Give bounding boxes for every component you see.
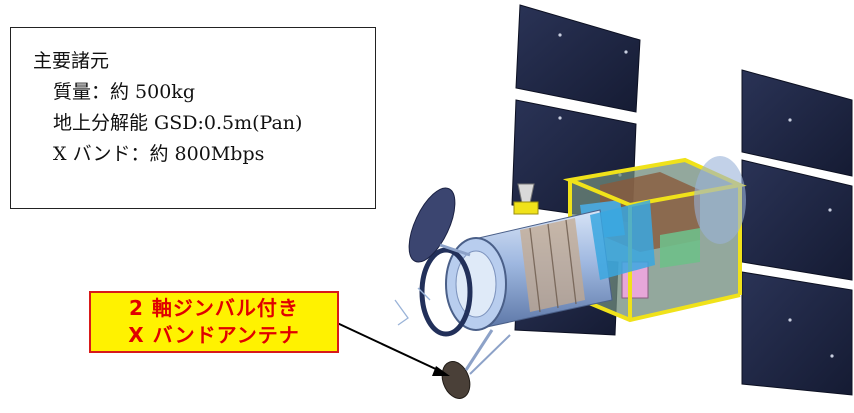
solar-panel-right — [741, 69, 853, 396]
spec-box: 主要諸元 質量：約 500kg 地上分解能 GSD:0.5m(Pan) X バン… — [10, 27, 376, 209]
antenna-callout: 2 軸ジンバル付き X バンドアンテナ — [89, 291, 339, 353]
leader-arrow — [334, 321, 450, 376]
spec-resolution: 地上分解能 GSD:0.5m(Pan) — [53, 112, 303, 134]
spec-xband: X バンド：約 800Mbps — [53, 143, 265, 165]
callout-line-1: 2 軸ジンバル付き — [129, 296, 299, 320]
x-band-antenna — [441, 329, 511, 399]
spec-mass: 質量：約 500kg — [53, 81, 195, 103]
dish-antenna-upper — [408, 187, 471, 263]
telescope — [419, 200, 655, 337]
callout-line-2: X バンドアンテナ — [128, 323, 300, 347]
satellite-bus — [562, 156, 747, 323]
star-tracker — [513, 183, 539, 215]
spec-title: 主要諸元 — [33, 50, 110, 72]
